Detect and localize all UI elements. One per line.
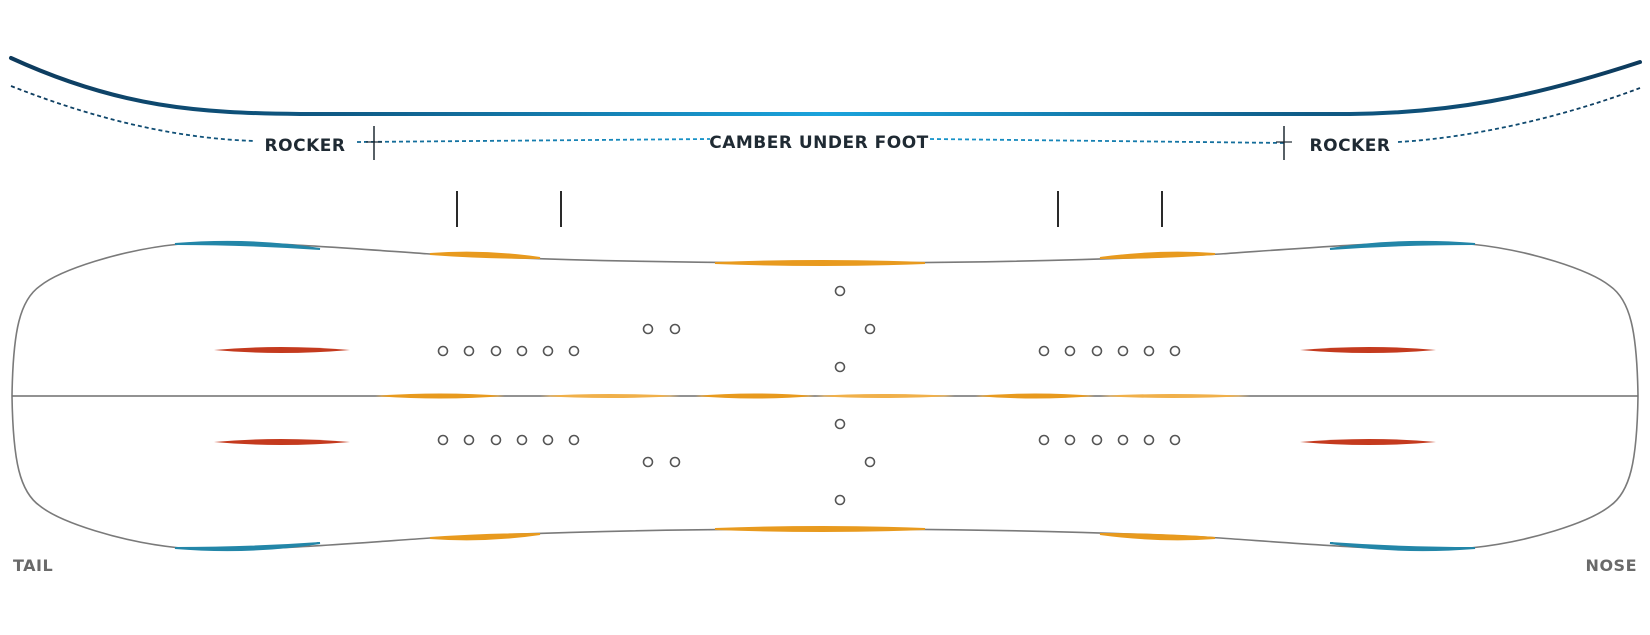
insert-hole	[490, 345, 502, 357]
insert-hole	[1038, 345, 1050, 357]
insert-hole	[864, 456, 876, 468]
insert-hole	[1143, 434, 1155, 446]
binding-inserts	[437, 285, 1181, 506]
insert-hole	[463, 434, 475, 446]
insert-hole	[490, 434, 502, 446]
red-insert	[214, 347, 350, 353]
stringer-segment	[540, 394, 680, 398]
insert-hole	[834, 285, 846, 297]
insert-hole	[542, 434, 554, 446]
edge-accent	[1329, 240, 1476, 250]
edge-accent	[714, 260, 926, 266]
insert-hole	[669, 456, 681, 468]
insert-hole	[463, 345, 475, 357]
profile-dashed-baseline	[10, 85, 1641, 144]
stance-markers	[456, 191, 1163, 227]
center-stringer	[375, 393, 1250, 399]
insert-hole	[1143, 345, 1155, 357]
red-insert	[1300, 347, 1436, 353]
stringer-segment	[375, 393, 505, 399]
rocker-nose-label: ROCKER	[1310, 136, 1391, 156]
insert-hole	[568, 345, 580, 357]
insert-hole	[437, 434, 449, 446]
edge-accent	[174, 240, 321, 250]
profile-curve	[9, 56, 1642, 116]
edge-accent	[1099, 251, 1216, 259]
edge-accents-orange	[429, 251, 1216, 541]
stringer-segment	[975, 393, 1095, 399]
red-insert	[1300, 439, 1436, 445]
edge-accents-blue	[174, 240, 1476, 552]
insert-hole	[834, 418, 846, 430]
insert-hole	[516, 434, 528, 446]
insert-hole	[834, 361, 846, 373]
edge-accent	[174, 542, 321, 552]
tail-label: TAIL	[13, 556, 53, 575]
red-insert	[214, 439, 350, 445]
stringer-segment	[1100, 394, 1250, 398]
insert-hole	[642, 456, 654, 468]
insert-hole	[568, 434, 580, 446]
insert-hole	[516, 345, 528, 357]
insert-hole	[1091, 345, 1103, 357]
insert-hole	[1091, 434, 1103, 446]
insert-hole	[1117, 345, 1129, 357]
edge-accent	[714, 526, 926, 532]
rocker-tail-label: ROCKER	[265, 136, 346, 156]
insert-hole	[669, 323, 681, 335]
edge-accent	[429, 533, 541, 541]
edge-accent	[1099, 533, 1216, 541]
insert-hole	[1117, 434, 1129, 446]
insert-hole	[1169, 345, 1181, 357]
nose-label: NOSE	[1586, 556, 1637, 575]
stringer-segment	[815, 394, 955, 398]
board-top-view	[11, 240, 1639, 552]
insert-hole	[642, 323, 654, 335]
insert-hole	[1038, 434, 1050, 446]
stringer-segment	[695, 393, 815, 399]
edge-accent	[1329, 542, 1476, 552]
insert-hole	[834, 494, 846, 506]
insert-hole	[1064, 434, 1076, 446]
insert-hole	[864, 323, 876, 335]
insert-hole	[1064, 345, 1076, 357]
tip-inserts-red	[214, 347, 1436, 445]
camber-label: CAMBER UNDER FOOT	[709, 133, 929, 153]
edge-accent	[429, 251, 541, 259]
insert-hole	[1169, 434, 1181, 446]
insert-hole	[437, 345, 449, 357]
insert-hole	[542, 345, 554, 357]
board-profile: ROCKER CAMBER UNDER FOOT ROCKER	[9, 56, 1642, 160]
